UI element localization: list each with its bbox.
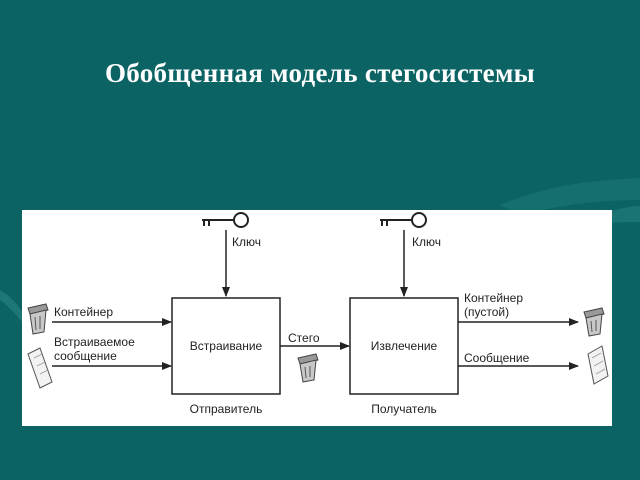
input-message-label-line1: Встраиваемое bbox=[54, 335, 135, 349]
receiver-label: Получатель bbox=[371, 402, 437, 416]
output-message-label: Сообщение bbox=[464, 351, 530, 365]
embed-box bbox=[171, 297, 281, 395]
stego-label: Стего bbox=[288, 331, 320, 345]
output-container-label-line2: (пустой) bbox=[464, 305, 509, 319]
document-icon bbox=[27, 347, 53, 389]
trash-bin-icon bbox=[583, 307, 605, 337]
embed-box-label: Встраивание bbox=[190, 339, 263, 353]
extract-box bbox=[349, 297, 459, 395]
input-container-label: Контейнер bbox=[54, 305, 113, 319]
trash-bin-icon bbox=[27, 303, 49, 335]
extract-box-label: Извлечение bbox=[371, 339, 438, 353]
output-container-label-line1: Контейнер bbox=[464, 291, 523, 305]
steganography-diagram: Встраивание Извлечение Ключ Ключ Кон bbox=[27, 212, 609, 416]
page-title: Обобщенная модель стегосистемы bbox=[104, 58, 536, 88]
key-label-right: Ключ bbox=[412, 235, 441, 249]
document-icon bbox=[587, 345, 609, 385]
key-label-left: Ключ bbox=[232, 235, 261, 249]
input-message-label-line2: сообщение bbox=[54, 349, 117, 363]
key-icon bbox=[380, 212, 427, 228]
trash-bin-icon bbox=[297, 353, 319, 383]
sender-label: Отправитель bbox=[190, 402, 263, 416]
diagram-panel: Встраивание Извлечение Ключ Ключ Кон bbox=[22, 210, 612, 426]
key-icon bbox=[202, 212, 249, 228]
